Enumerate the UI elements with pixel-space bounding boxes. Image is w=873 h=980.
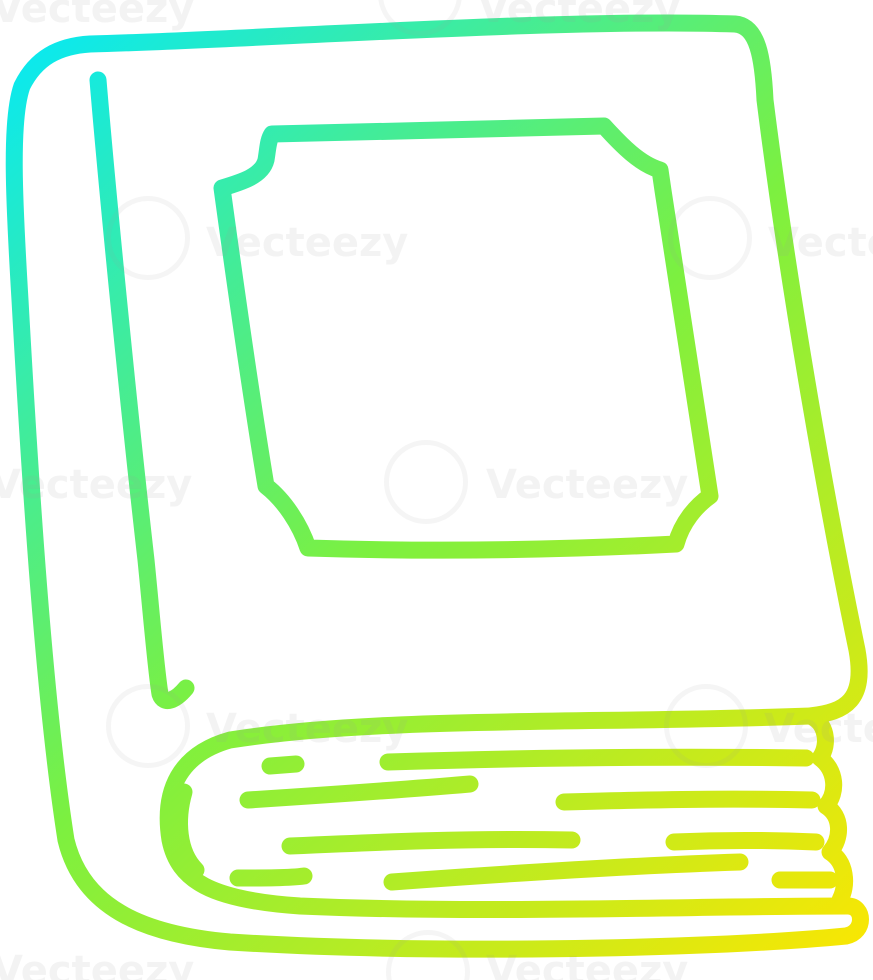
watermark-text: Vecteezy: [0, 462, 193, 508]
page-line: [281, 830, 581, 855]
page-line: [383, 853, 749, 891]
watermark-text: Vecteezy: [768, 220, 873, 266]
page-edge-right: [801, 707, 854, 909]
watermark-text: Vecteezy: [486, 948, 689, 980]
page-block-inner-curve: [171, 783, 205, 879]
watermark-text: Vecteezy: [0, 0, 195, 32]
watermark-logo-icon: [106, 196, 190, 280]
cover-label-frame: [213, 117, 719, 559]
page-line: [229, 867, 313, 887]
watermark-text: Vecteezy: [764, 706, 873, 752]
watermark-text: Vecteezy: [206, 706, 409, 752]
watermark-text: Vecteezy: [0, 948, 195, 980]
watermark-logo-icon: [664, 684, 748, 768]
book-cover-outline: [5, 14, 869, 958]
watermark-logo-icon: [106, 684, 190, 768]
page-line: [239, 775, 479, 809]
page-line: [555, 790, 821, 811]
page-line: [261, 755, 305, 775]
watermark-logo-icon: [384, 440, 468, 524]
watermark-text: Vecteezy: [206, 220, 409, 266]
book-spine-line: [89, 71, 195, 709]
page-line: [665, 832, 825, 851]
page-line: [379, 748, 815, 771]
watermark-text: Vecteezy: [478, 0, 681, 32]
watermark-logo-icon: [668, 196, 752, 280]
watermark-text: Vecteezy: [486, 462, 689, 508]
